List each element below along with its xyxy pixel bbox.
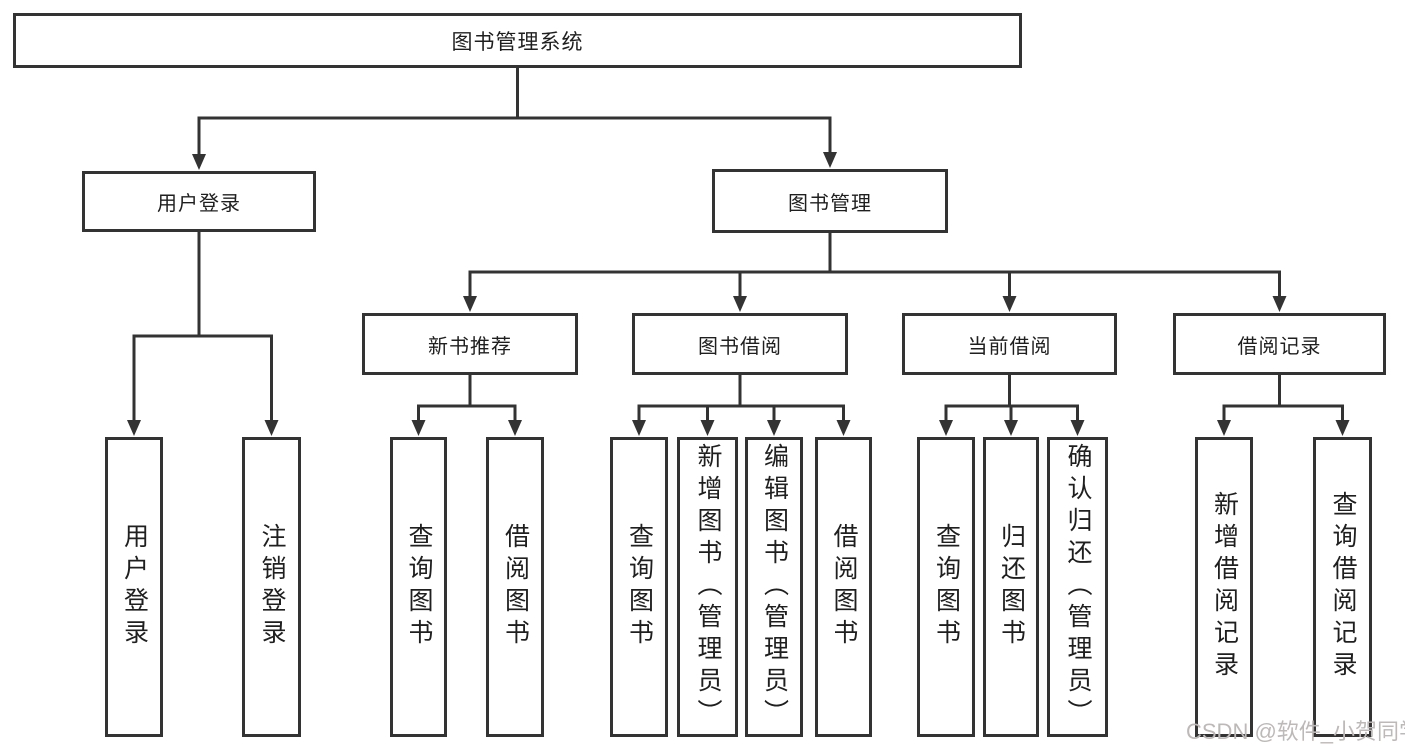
node-label: 注销登录 <box>258 523 286 651</box>
arrowhead-leaf-query-book-1 <box>411 420 426 436</box>
node-label: 借阅图书 <box>830 523 858 651</box>
node-leaf-borrow-book-2: 借阅图书 <box>815 437 872 737</box>
node-label: 借阅记录 <box>1237 335 1322 358</box>
node-label: 借阅图书 <box>501 523 530 651</box>
arrowhead-borrow-record <box>1272 296 1287 312</box>
node-label: 查询图书 <box>625 523 654 651</box>
node-leaf-return-book: 归还图书 <box>983 437 1039 737</box>
node-label: 图书管理系统 <box>451 30 584 54</box>
arrowhead-leaf-add-borrow-record <box>1217 420 1231 436</box>
node-leaf-borrow-book-1: 借阅图书 <box>486 437 544 737</box>
node-label: 新书推荐 <box>428 335 512 358</box>
node-user-login: 用户登录 <box>82 171 316 232</box>
arrowhead-leaf-borrow-book-2 <box>836 420 851 436</box>
node-leaf-add-borrow-record: 新增借阅记录 <box>1195 437 1253 737</box>
arrowhead-leaf-add-book <box>700 420 715 436</box>
node-borrow-record: 借阅记录 <box>1173 313 1386 375</box>
node-leaf-add-book: 新增图书（管理员） <box>677 437 738 737</box>
arrowhead-new-book-rec <box>463 296 477 312</box>
node-leaf-logout: 注销登录 <box>242 437 301 737</box>
node-label: 用户登录 <box>157 193 241 215</box>
arrowhead-leaf-query-book-3 <box>939 420 953 436</box>
arrowhead-leaf-logout <box>264 420 279 436</box>
arrowhead-user-login <box>192 154 206 170</box>
node-book-borrow: 图书借阅 <box>632 313 848 375</box>
watermark: CSDN @软件_小贺同学 <box>1186 719 1405 744</box>
node-label: 查询图书 <box>932 523 961 651</box>
node-leaf-user-login: 用户登录 <box>105 437 163 737</box>
node-label: 新增借阅记录 <box>1210 491 1239 683</box>
node-label: 当前借阅 <box>967 335 1052 358</box>
arrowhead-leaf-query-book-2 <box>632 420 646 436</box>
node-leaf-query-book-1: 查询图书 <box>390 437 447 737</box>
node-leaf-confirm-return: 确认归还（管理员） <box>1047 437 1108 737</box>
node-label: 图书管理 <box>788 192 872 215</box>
arrowhead-current-borrow <box>1002 296 1017 312</box>
node-label: 确认归还（管理员） <box>1064 443 1092 731</box>
node-leaf-edit-book: 编辑图书（管理员） <box>745 437 803 737</box>
node-leaf-query-book-3: 查询图书 <box>917 437 975 737</box>
node-label: 查询借阅记录 <box>1329 491 1357 683</box>
arrowhead-leaf-confirm-return <box>1070 420 1085 436</box>
arrowhead-leaf-borrow-book-1 <box>508 420 522 436</box>
node-label: 用户登录 <box>120 523 149 651</box>
node-label: 归还图书 <box>997 523 1026 651</box>
node-root: 图书管理系统 <box>13 13 1022 68</box>
node-new-book-rec: 新书推荐 <box>362 313 578 375</box>
arrowhead-book-borrow <box>733 296 747 312</box>
arrowhead-leaf-edit-book <box>767 420 781 436</box>
node-label: 查询图书 <box>405 523 433 651</box>
node-label: 编辑图书（管理员） <box>760 443 789 731</box>
arrowhead-leaf-user-login <box>127 420 141 436</box>
node-book-mgmt: 图书管理 <box>712 169 948 233</box>
node-current-borrow: 当前借阅 <box>902 313 1117 375</box>
node-label: 图书借阅 <box>698 335 782 358</box>
arrowhead-leaf-query-borrow-record <box>1335 420 1350 436</box>
arrowhead-book-mgmt <box>823 152 837 168</box>
arrowhead-leaf-return-book <box>1004 420 1018 436</box>
node-label: 新增图书（管理员） <box>694 443 722 731</box>
node-leaf-query-borrow-record: 查询借阅记录 <box>1313 437 1372 737</box>
node-leaf-query-book-2: 查询图书 <box>610 437 668 737</box>
